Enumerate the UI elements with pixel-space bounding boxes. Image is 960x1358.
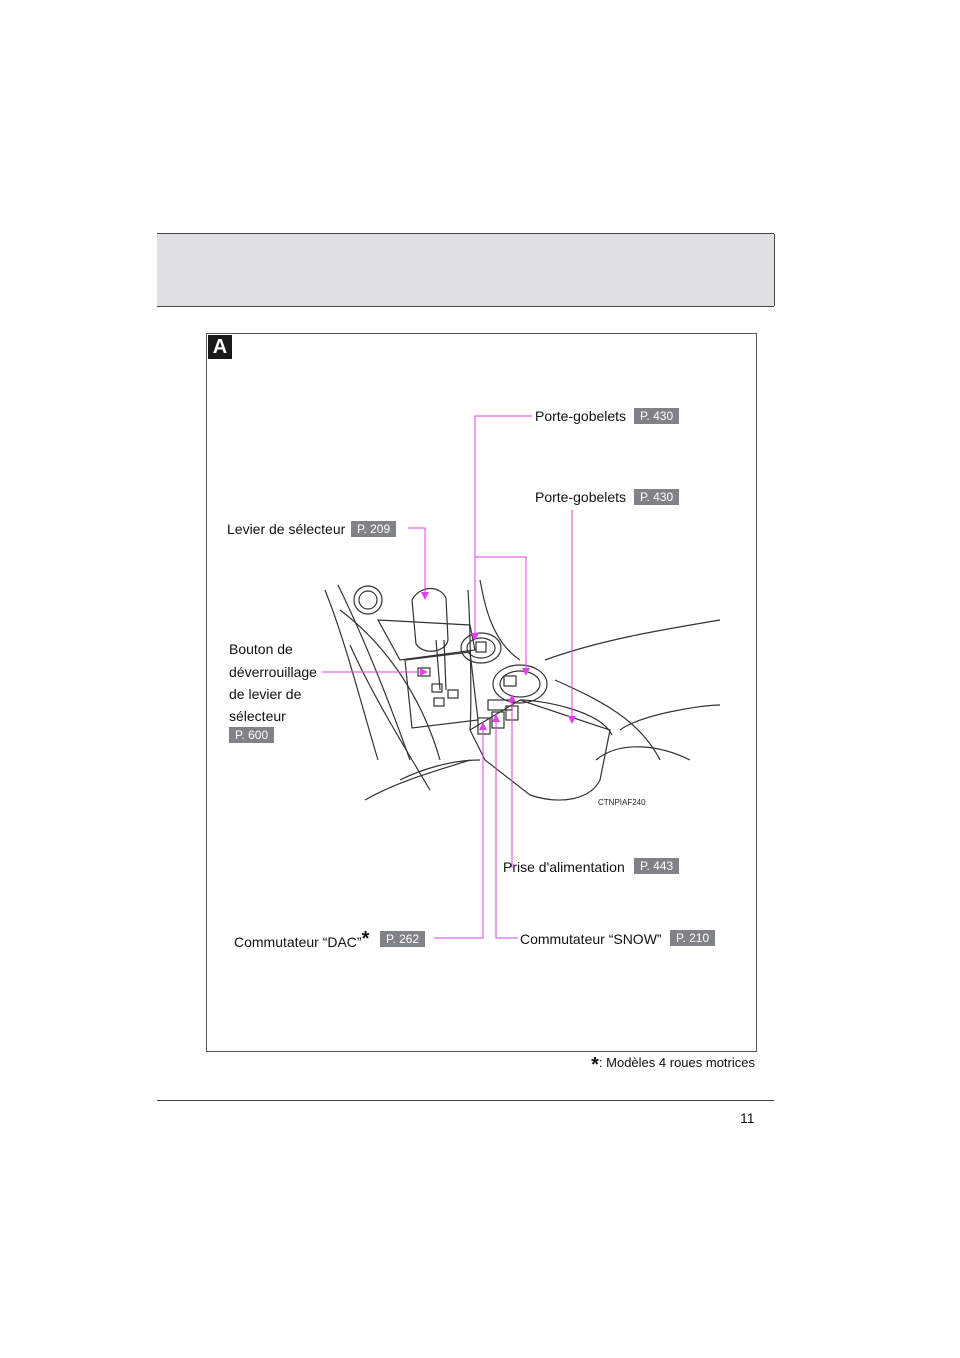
label-cupholder-rear: Porte-gobelets <box>535 408 627 424</box>
leader-snow <box>495 722 518 939</box>
illustration-frame <box>206 333 757 1052</box>
ref-power-outlet[interactable]: P. 443 <box>634 858 680 874</box>
footnote-star: * <box>591 1054 599 1076</box>
label-cupholder-front: Porte-gobelets <box>535 489 627 505</box>
ref-cupholder-front[interactable]: P. 430 <box>634 489 680 505</box>
page-number: 11 <box>740 1110 755 1126</box>
leader-cupholder-front <box>475 556 527 668</box>
leader-shift-lever <box>408 527 426 592</box>
ref-dac-switch[interactable]: P. 262 <box>380 931 426 947</box>
illustration-code: CTNPIAF240 <box>598 798 646 807</box>
console-drawing <box>324 579 721 801</box>
ref-shift-lever[interactable]: P. 209 <box>351 521 397 537</box>
leader-cupholder-rear <box>474 415 532 633</box>
label-dac-text: Commutateur “DAC” <box>234 934 362 950</box>
label-dac-star: * <box>361 928 370 950</box>
ref-snow-switch[interactable]: P. 210 <box>670 930 716 946</box>
ref-cupholder-rear[interactable]: P. 430 <box>634 408 680 424</box>
footnote: *: Modèles 4 roues motrices <box>591 1054 755 1077</box>
leader-dac <box>434 730 484 939</box>
label-snow-switch: Commutateur “SNOW” <box>520 931 662 947</box>
section-badge: A <box>208 335 232 359</box>
leader-lines <box>322 415 573 939</box>
ref-shift-lock[interactable]: P. 600 <box>229 727 275 743</box>
bottom-rule <box>157 1100 774 1101</box>
label-dac-switch: Commutateur “DAC”* <box>234 928 370 951</box>
label-shift-lock-line3: de levier de <box>229 686 302 702</box>
label-power-outlet: Prise d'alimentation <box>503 859 625 875</box>
label-shift-lock-line1: Bouton de <box>229 641 293 657</box>
footnote-text: : Modèles 4 roues motrices <box>598 1055 755 1070</box>
header-band <box>157 233 775 307</box>
label-shift-lever: Levier de sélecteur <box>227 521 346 537</box>
label-shift-lock-line2: déverrouillage <box>229 664 317 680</box>
label-shift-lock-line4: sélecteur <box>229 708 286 724</box>
leader-arrowheads <box>420 592 576 730</box>
